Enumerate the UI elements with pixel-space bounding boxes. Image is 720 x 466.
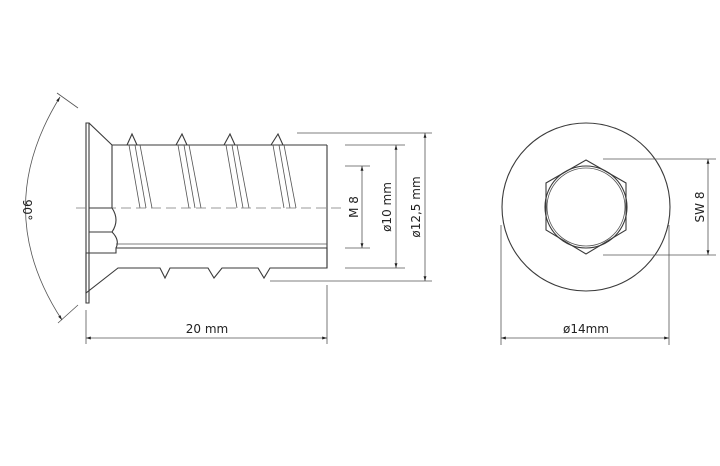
hex-socket <box>545 159 627 255</box>
outer-diameter-label: ø12,5 mm <box>409 176 423 237</box>
section-hatch <box>85 247 328 295</box>
inner-diameter-label: ø10 mm <box>380 182 394 232</box>
head-diameter-label: ø14mm <box>563 322 609 336</box>
thread-teeth <box>126 132 297 209</box>
hex-label: SW 8 <box>693 192 707 223</box>
end-view: SW 8 ø14mm <box>500 122 716 345</box>
angle-dimension: 90° <box>20 92 79 324</box>
head-circle <box>501 122 671 292</box>
side-view: 90° <box>20 92 432 344</box>
length-dimension: 20 mm <box>85 285 328 344</box>
hex-dimension: SW 8 <box>603 158 716 256</box>
length-label: 20 mm <box>186 322 228 336</box>
diameter-dimensions: M 8 ø10 mm ø12,5 mm <box>270 132 432 282</box>
head-diameter-dimension: ø14mm <box>500 225 670 345</box>
thread-label: M 8 <box>347 196 361 218</box>
angle-label: 90° <box>20 199 34 220</box>
